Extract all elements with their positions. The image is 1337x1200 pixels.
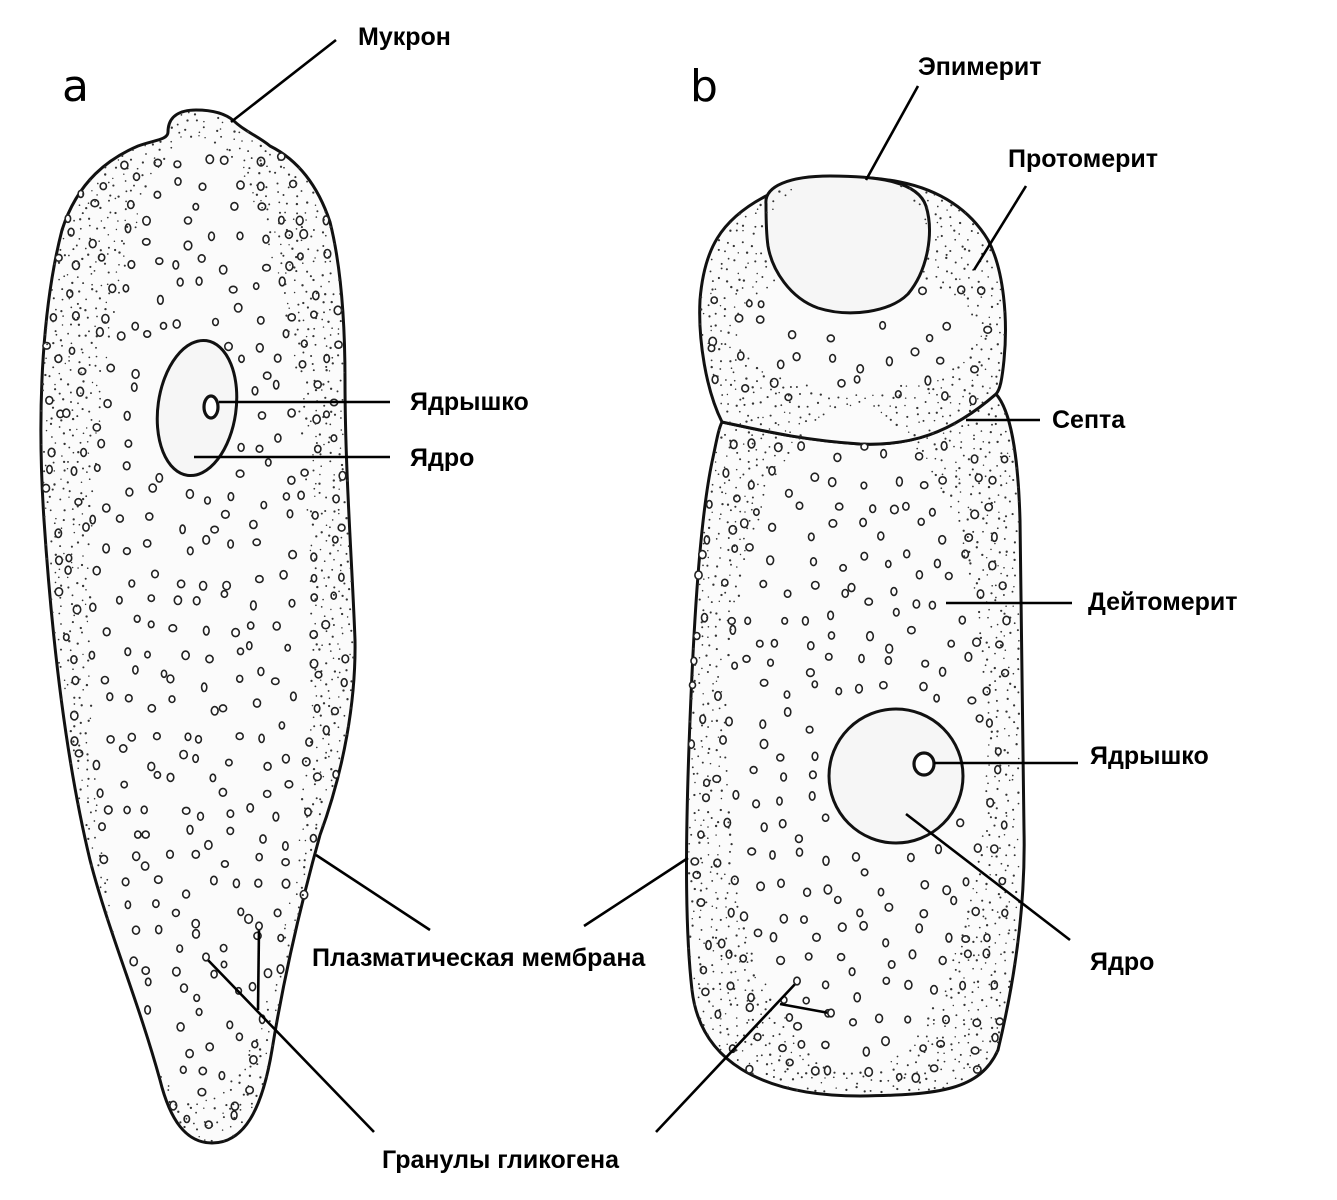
leader-glycogen-b1	[655, 981, 798, 1133]
panel-b: b Эпимерит Протомерит Септа Дейтомерит Я…	[583, 53, 1238, 1133]
nucleolus-a	[202, 394, 220, 420]
label-mucron: Мукрон	[358, 23, 451, 51]
label-nucleus-a: Ядро	[410, 444, 474, 472]
leader-membrane-a	[315, 853, 431, 932]
leader-epimerite	[864, 85, 920, 181]
stipple-a	[40, 111, 355, 1142]
granule-pointer-b2	[826, 1008, 835, 1018]
stipple-b	[687, 184, 1021, 1094]
leader-mucron	[230, 38, 337, 124]
label-deutomerite: Дейтомерит	[1088, 588, 1238, 616]
granule-pointer-a2	[255, 921, 264, 931]
leader-membrane-b	[583, 856, 689, 928]
granule-pointer-b1	[792, 976, 801, 986]
leader-protomerite	[972, 185, 1028, 271]
label-plasma-membrane: Плазматическая мембрана	[312, 944, 646, 972]
leader-glycogen-a1	[205, 957, 375, 1133]
label-nucleolus-a: Ядрышко	[410, 388, 529, 416]
label-epimerite: Эпимерит	[918, 53, 1042, 81]
nucleus-a	[155, 338, 239, 478]
label-septum: Септа	[1052, 406, 1126, 434]
label-protomerite: Протомерит	[1008, 145, 1158, 173]
panel-a: a Мукрон Ядрышко Ядро	[39, 23, 529, 1145]
epimerite-outline	[764, 174, 931, 315]
panel-a-letter: a	[62, 61, 89, 112]
leader-glycogen-a2	[256, 927, 261, 1011]
leader-glycogen-b2	[779, 1002, 830, 1015]
panel-b-letter: b	[690, 61, 718, 112]
nucleus-b	[827, 707, 965, 845]
label-nucleolus-b: Ядрышко	[1090, 742, 1209, 770]
label-nucleus-b: Ядро	[1090, 948, 1154, 976]
nucleolus-b	[912, 751, 936, 777]
leader-nucleus-b	[905, 812, 1071, 942]
label-glycogen-granules: Гранулы гликогена	[382, 1146, 620, 1174]
cell-a-outline	[39, 108, 357, 1145]
granule-pointer-a1	[202, 952, 211, 962]
